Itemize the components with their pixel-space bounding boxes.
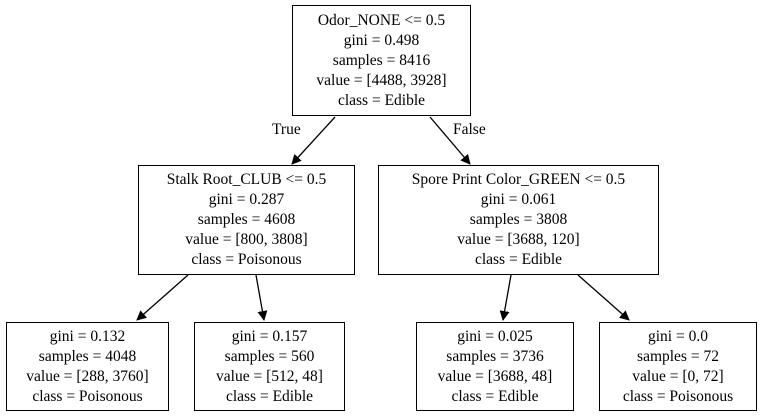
node-split-rule: Stalk Root_CLUB <= 0.5 — [166, 171, 327, 188]
node-gini: gini = 0.061 — [480, 191, 557, 208]
edge-right-leaf3 — [499, 274, 512, 321]
node-gini: gini = 0.132 — [49, 327, 126, 345]
node-samples: samples = 3808 — [469, 211, 568, 228]
node-class: class = Edible — [474, 251, 563, 268]
tree-node-root: Odor_NONE <= 0.5 gini = 0.498 samples = … — [292, 5, 471, 116]
edge-root-left — [291, 116, 336, 165]
node-split-rule: Spore Print Color_GREEN <= 0.5 — [411, 171, 626, 188]
node-class: class = Edible — [337, 91, 426, 109]
node-gini: gini = 0.025 — [457, 327, 533, 345]
node-gini: gini = 0.157 — [231, 327, 308, 345]
node-samples: samples = 4608 — [197, 211, 296, 228]
node-class: class = Edible — [225, 387, 314, 405]
node-samples: samples = 72 — [637, 347, 719, 365]
tree-leaf-3: gini = 0.025 samples = 3736 value = [368… — [416, 322, 574, 411]
node-value: value = [288, 3760] — [26, 367, 149, 385]
tree-leaf-1: gini = 0.132 samples = 4048 value = [288… — [6, 322, 169, 411]
tree-node-right: Spore Print Color_GREEN <= 0.5 gini = 0.… — [378, 165, 659, 275]
node-value: value = [3688, 48] — [437, 367, 553, 385]
tree-node-left: Stalk Root_CLUB <= 0.5 gini = 0.287 samp… — [138, 165, 355, 275]
tree-leaf-4: gini = 0.0 samples = 72 value = [0, 72] … — [599, 322, 757, 411]
node-gini: gini = 0.498 — [343, 31, 420, 49]
edge-left-leaf2 — [255, 274, 268, 321]
edge-left-leaf1 — [136, 274, 189, 321]
node-samples: samples = 4048 — [38, 347, 137, 365]
node-value: value = [4488, 3928] — [316, 71, 447, 89]
edge-label-false: False — [453, 121, 486, 138]
node-gini: gini = 0.0 — [648, 327, 708, 345]
edge-right-leaf4 — [577, 274, 630, 321]
node-class: class = Edible — [451, 387, 539, 405]
node-samples: samples = 560 — [224, 347, 315, 365]
node-class: class = Poisonous — [32, 387, 143, 405]
node-samples: samples = 8416 — [332, 51, 431, 69]
node-class: class = Poisonous — [622, 387, 734, 405]
node-value: value = [512, 48] — [216, 367, 323, 385]
node-class: class = Poisonous — [191, 251, 302, 268]
node-value: value = [800, 3808] — [185, 231, 308, 248]
node-gini: gini = 0.287 — [208, 191, 285, 208]
edge-root-right — [429, 116, 471, 165]
node-value: value = [0, 72] — [632, 367, 724, 385]
tree-leaf-2: gini = 0.157 samples = 560 value = [512,… — [194, 322, 345, 411]
node-split-rule: Odor_NONE <= 0.5 — [317, 11, 446, 29]
edge-label-true: True — [272, 121, 301, 138]
node-value: value = [3688, 120] — [457, 231, 580, 248]
node-samples: samples = 3736 — [446, 347, 544, 365]
